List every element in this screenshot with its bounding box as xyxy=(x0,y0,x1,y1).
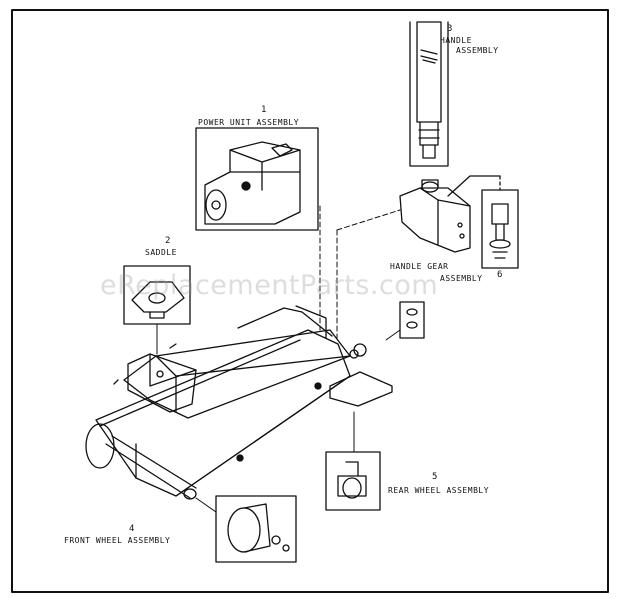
rear-wheel-label: REAR WHEEL ASSEMBLY xyxy=(388,486,490,495)
handle-gear-label-line-2: ASSEMBLY xyxy=(440,274,483,283)
front-wheel-number: 4 xyxy=(129,524,135,534)
part-6-number: 6 xyxy=(497,270,503,280)
seal-kit-drawing xyxy=(399,301,425,339)
handle-label-line-2: ASSEMBLY xyxy=(456,46,499,55)
rear-wheel-drawing xyxy=(325,451,381,511)
front-wheel-label: FRONT WHEEL ASSEMBLY xyxy=(64,536,171,545)
handle-label-line-1: HANDLE xyxy=(440,36,472,45)
part-6-drawing xyxy=(481,175,519,269)
power-unit-label: POWER UNIT ASSEMBLY xyxy=(198,118,300,127)
watermark: eReplacementParts.com xyxy=(100,270,439,301)
jack-frame-drawing xyxy=(85,305,393,500)
handle-assembly-drawing xyxy=(409,21,449,167)
power-unit-drawing xyxy=(195,127,319,231)
power-unit-number: 1 xyxy=(261,105,267,115)
saddle-number: 2 xyxy=(165,236,171,246)
rear-wheel-number: 5 xyxy=(432,472,438,482)
leader-lines xyxy=(156,205,401,513)
saddle-label: SADDLE xyxy=(145,248,177,257)
diagram-frame xyxy=(11,9,609,593)
handle-gear-label-line-1: HANDLE GEAR xyxy=(390,262,449,271)
handle-gear-drawing xyxy=(399,175,501,253)
front-wheel-drawing xyxy=(215,495,297,563)
handle-number: 3 xyxy=(447,24,453,34)
